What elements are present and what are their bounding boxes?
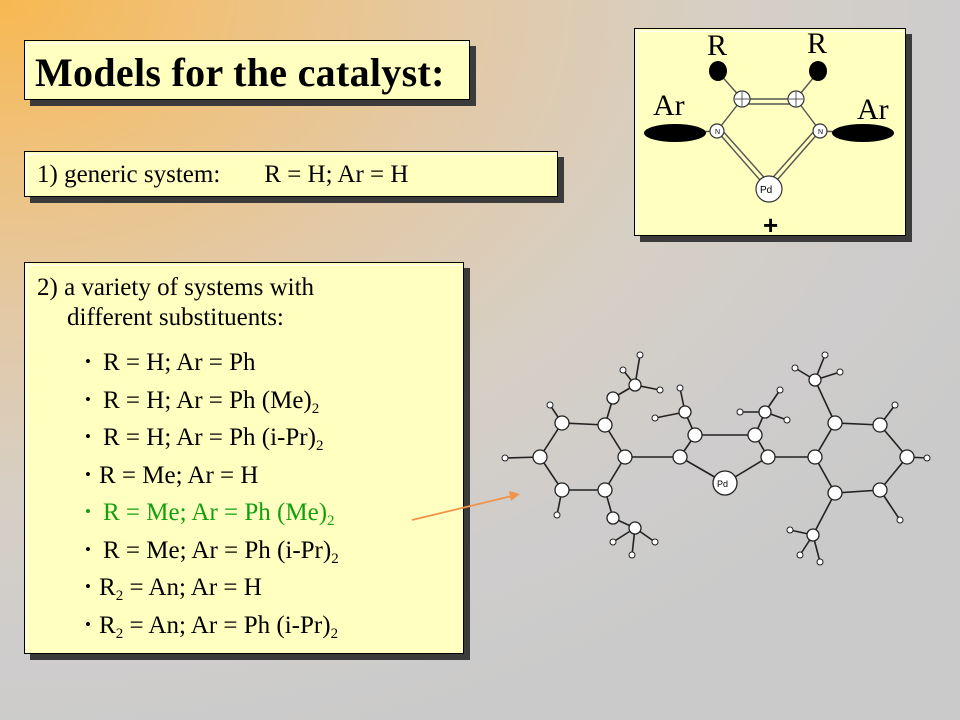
- bullet-icon: •: [85, 577, 91, 596]
- charge-label: +: [763, 210, 778, 237]
- slide-title: Models for the catalyst:: [35, 50, 445, 95]
- ar-right-label: Ar: [857, 93, 889, 126]
- list-item: •R = H; Ar = Ph (i-Pr)2: [85, 424, 324, 454]
- generic-system-box: 1) generic system: R = H; Ar = H: [24, 151, 558, 197]
- list-item: •R2 = An; Ar = H: [85, 574, 262, 604]
- list-item-highlighted: •R = Me; Ar = Ph (Me)2: [85, 499, 335, 529]
- r-left-label: R: [707, 29, 727, 62]
- list-item: •R2 = An; Ar = Ph (i-Pr)2: [85, 611, 339, 642]
- generic-system-value: R = H; Ar = H: [264, 161, 409, 188]
- molecule-pd-label: Pd: [717, 479, 728, 489]
- generic-system-line: 1) generic system: R = H; Ar = H: [37, 161, 408, 189]
- bullet-icon: •: [85, 427, 91, 446]
- bullet-icon: •: [85, 389, 91, 409]
- generic-system-label: 1) generic system:: [37, 161, 221, 188]
- variety-intro-line1: 2) a variety of systems with: [37, 274, 315, 301]
- bullet-icon: •: [85, 539, 91, 559]
- list-item: •R = H; Ar = Ph (Me)2: [85, 386, 320, 417]
- title-box: Models for the catalyst:: [24, 40, 470, 100]
- list-item: •R = Me; Ar = H: [85, 461, 259, 489]
- catalyst-scheme-box: N N Pd R R Ar Ar +: [634, 28, 906, 237]
- ar-left-label: Ar: [653, 89, 685, 122]
- bullet-icon: •: [85, 352, 91, 371]
- bullet-icon: •: [85, 614, 91, 634]
- catalyst-scheme-diagram: N N Pd R R Ar Ar +: [644, 29, 894, 237]
- pd-label: Pd: [760, 185, 772, 196]
- variety-intro-line2: different substituents:: [67, 304, 284, 331]
- n-label-right: N: [818, 129, 823, 136]
- molecule-3d-image: Pd: [501, 351, 931, 566]
- n-label-left: N: [715, 129, 720, 136]
- bullet-icon: •: [85, 502, 91, 521]
- substituent-list: •R = H; Ar = Ph •R = H; Ar = Ph (Me)2 •R…: [85, 347, 339, 647]
- bullet-icon: •: [85, 464, 91, 484]
- list-item: •R = Me; Ar = Ph (i-Pr)2: [85, 536, 339, 567]
- variety-intro: 2) a variety of systems with different s…: [37, 273, 457, 333]
- variety-box: 2) a variety of systems with different s…: [24, 262, 464, 654]
- list-item: •R = H; Ar = Ph: [85, 349, 256, 376]
- r-right-label: R: [807, 29, 827, 60]
